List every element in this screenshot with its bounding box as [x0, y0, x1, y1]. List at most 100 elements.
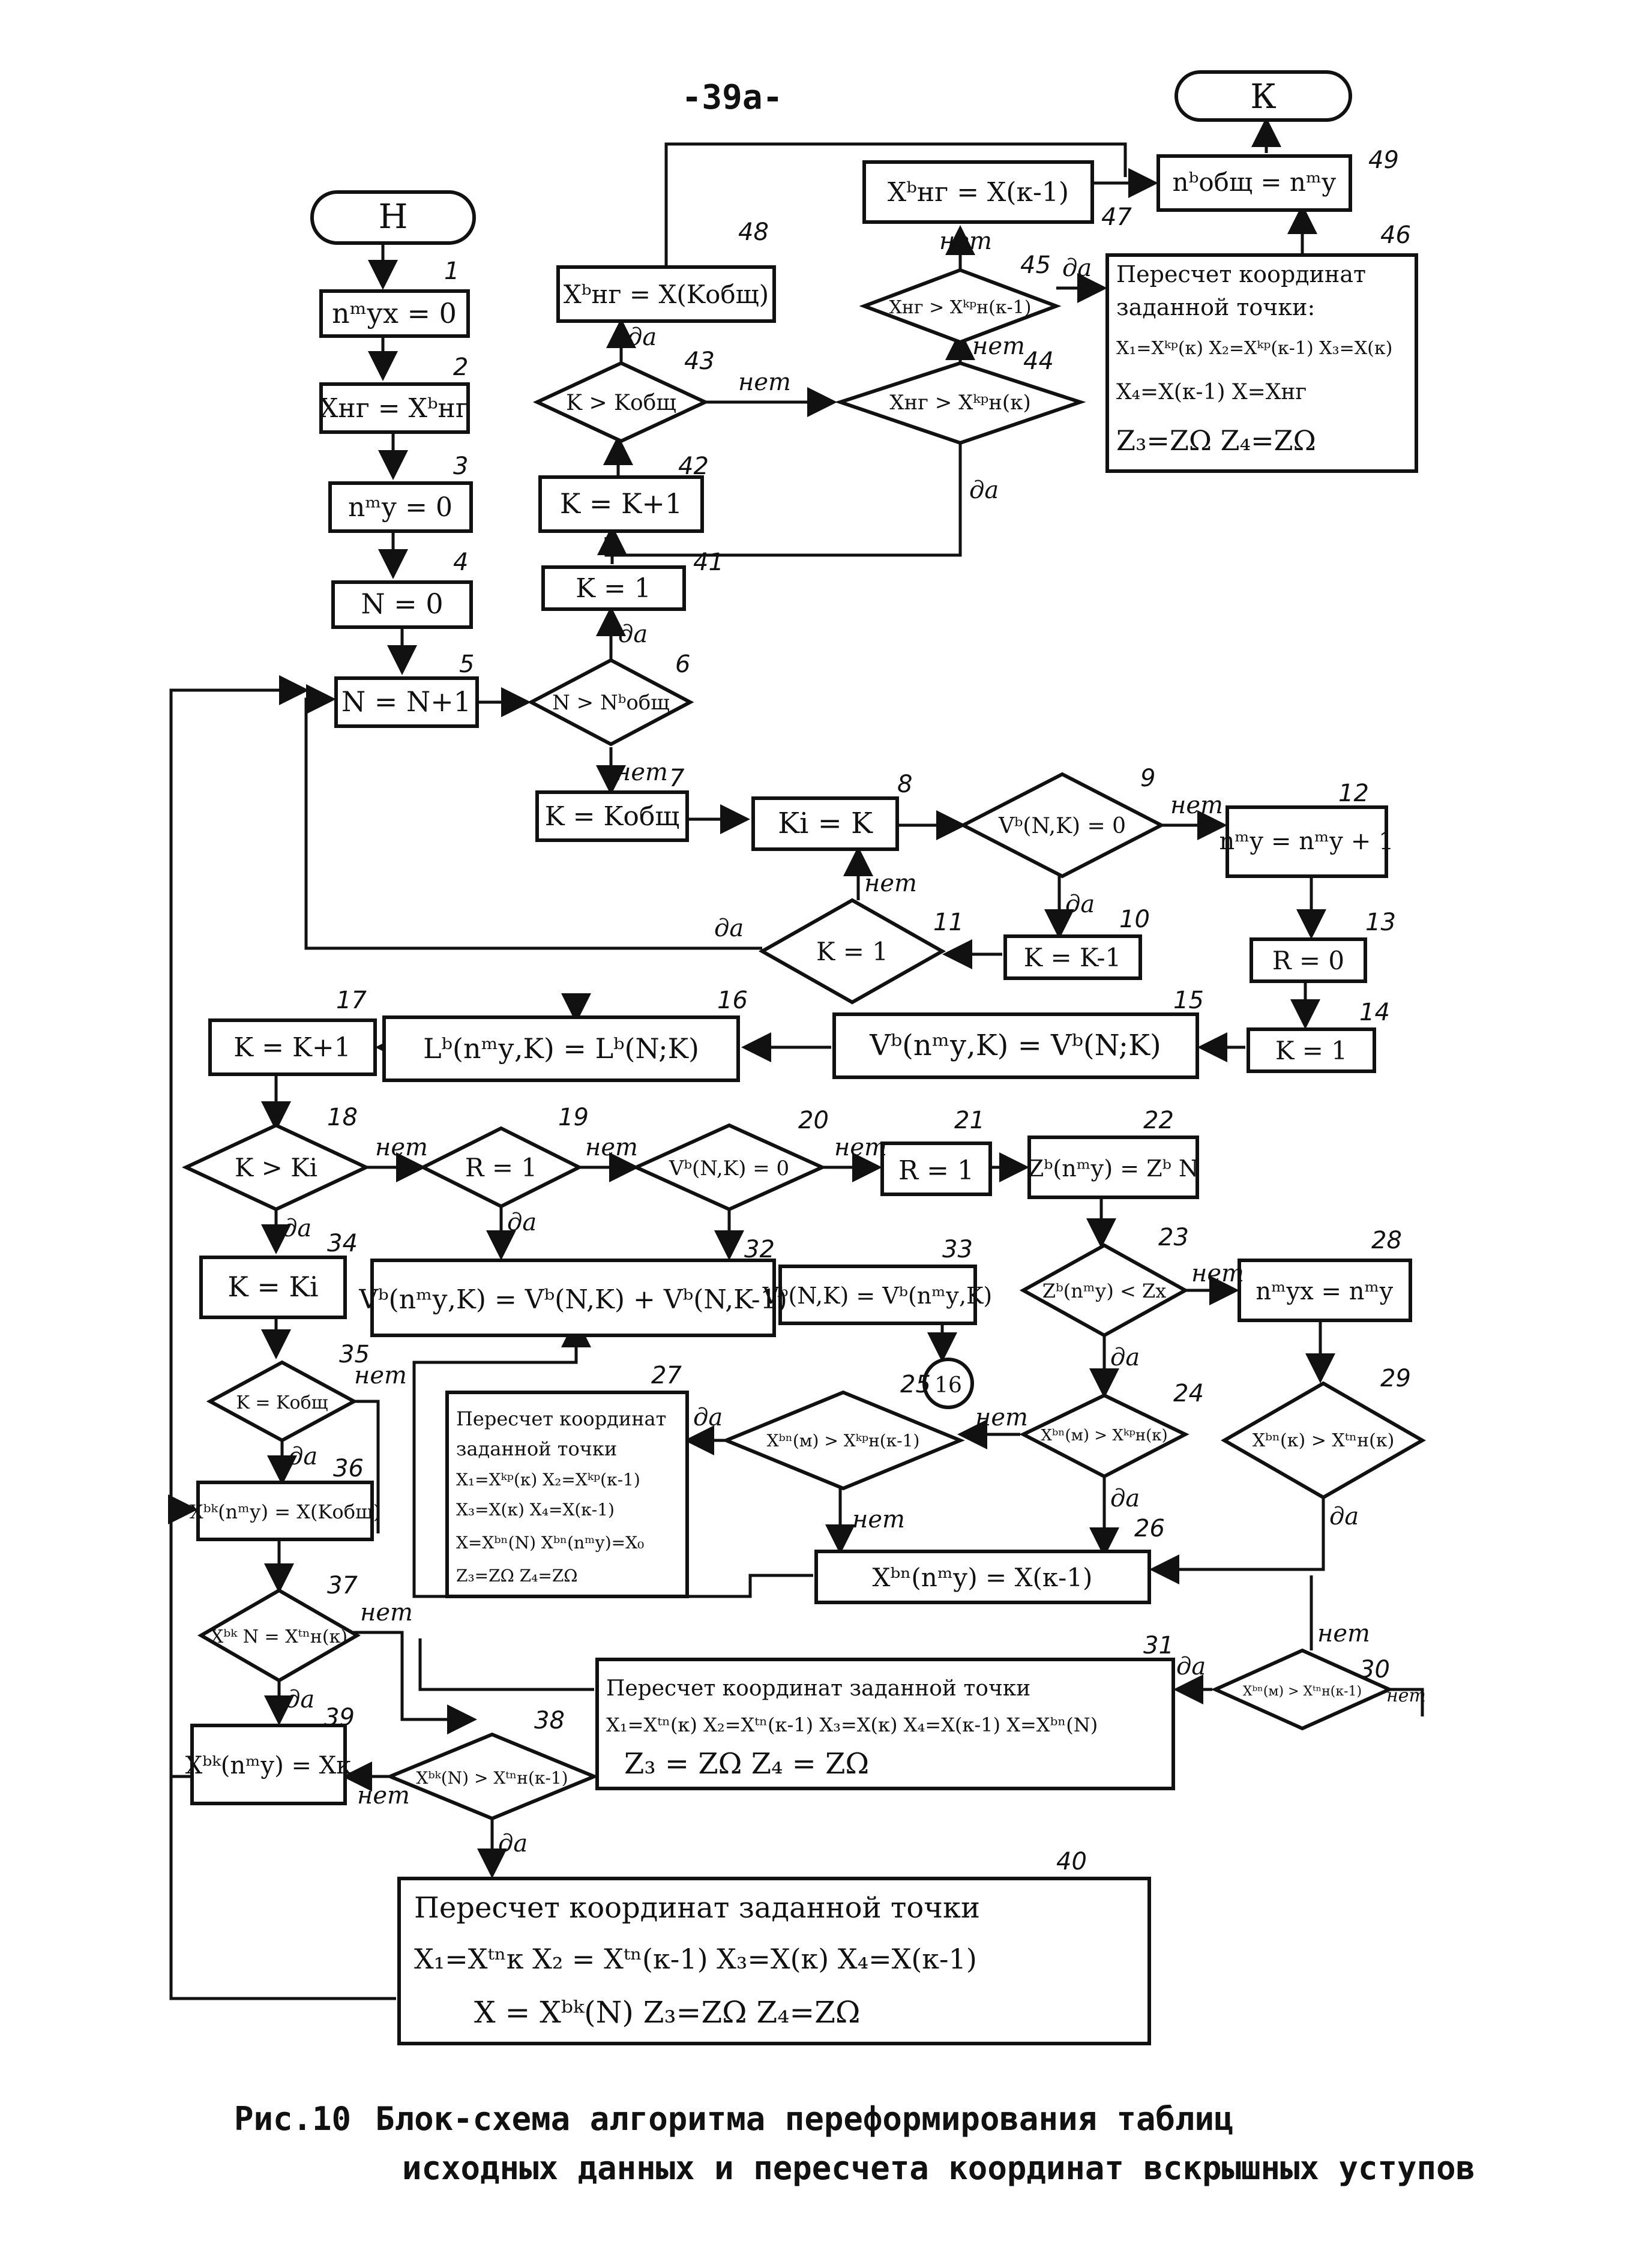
block-36-text: Xᵇᵏ(nᵐу) = X(Kобщ)	[190, 1500, 380, 1523]
decision-45	[859, 268, 1062, 344]
edge-b11-b5	[304, 684, 762, 950]
block-46-line-2: заданной точки:	[1116, 294, 1315, 320]
block-40	[397, 1877, 1151, 2045]
block-41	[541, 565, 686, 611]
block-42	[538, 475, 704, 533]
block-2	[319, 382, 470, 434]
num-9: 9	[1140, 765, 1155, 792]
block-31-line-2: X₁=Xᵗⁿ(к) X₂=Xᵗⁿ(к-1) X₃=X(к) X₄=X(к-1) …	[606, 1713, 1098, 1736]
block-5	[334, 676, 479, 728]
block-21-text: R = 1	[898, 1155, 974, 1186]
num-34: 34	[327, 1230, 358, 1257]
block-3-text: nᵐу = 0	[348, 492, 453, 523]
decision-43-text: K > Kобщ	[566, 391, 676, 415]
block-46-line-5: Z₃=ZΩ Z₄=ZΩ	[1116, 424, 1316, 457]
block-31-line-3: Z₃ = ZΩ Z₄ = ZΩ	[624, 1747, 869, 1781]
num-46: 46	[1380, 221, 1411, 249]
start-label: Н	[379, 197, 408, 236]
decision-24	[1019, 1393, 1189, 1479]
block-7	[535, 790, 689, 842]
num-39: 39	[324, 1704, 355, 1731]
block-26-text: Xᵇⁿ(nᵐу) = X(к-1)	[873, 1563, 1093, 1592]
yes-b11: да	[714, 915, 744, 942]
num-11: 11	[933, 909, 964, 936]
block-15	[832, 1012, 1199, 1079]
decision-37-text: Xᵇᵏ N = Xᵗⁿн(к)	[211, 1626, 347, 1647]
block-46-line-3: X₁=Xᵏᵖ(к) X₂=Xᵏᵖ(к-1) X₃=X(к)	[1116, 338, 1392, 359]
decision-9	[959, 772, 1165, 879]
block-16	[382, 1015, 740, 1082]
no-b30: нет	[1317, 1620, 1370, 1647]
num-47: 47	[1101, 203, 1132, 231]
decision-35-text: K = Kобщ	[236, 1392, 328, 1413]
block-10-text: K = K-1	[1024, 943, 1122, 972]
num-7: 7	[669, 765, 685, 792]
edge-b31-back	[418, 1638, 594, 1691]
block-39	[190, 1724, 347, 1805]
flow-edges	[168, 117, 1424, 2000]
yes-b6: да	[618, 621, 648, 648]
block-12	[1226, 805, 1388, 878]
num-3: 3	[453, 453, 468, 480]
num-20: 20	[798, 1107, 829, 1134]
caption-line-1: Блок-схема алгоритма переформирования та…	[375, 2100, 1234, 2138]
num-16: 16	[717, 987, 748, 1014]
num-21: 21	[954, 1107, 985, 1134]
block-8	[751, 796, 899, 851]
block-27-line-6: Z₃=ZΩ Z₄=ZΩ	[456, 1566, 578, 1586]
page-number: -39а-	[681, 78, 783, 117]
decision-29-text: Xᵇⁿ(к) > Xᵗⁿн(к)	[1253, 1430, 1395, 1451]
yes-b24: да	[1110, 1485, 1140, 1512]
block-33	[778, 1265, 977, 1325]
num-31: 31	[1143, 1632, 1174, 1659]
num-49: 49	[1368, 146, 1399, 174]
yes-b23: да	[1110, 1344, 1140, 1371]
decision-24-text: Xᵇⁿ(м) > Xᵏᵖн(к)	[1041, 1427, 1167, 1445]
block-27-line-2: заданной точки	[456, 1437, 617, 1460]
edge-b48-top	[664, 142, 1127, 267]
decision-30-text: Xᵇⁿ(м) > Xᵗⁿн(к-1)	[1243, 1684, 1362, 1699]
block-31-line-1: Пересчет координат заданной точки	[606, 1676, 1030, 1701]
decision-20-text: Vᵇ(N,K) = 0	[669, 1157, 789, 1181]
block-22	[1027, 1136, 1199, 1199]
edge-b37-b38	[351, 1631, 477, 1734]
no-b6: нет	[615, 759, 668, 786]
block-40-line-2: X₁=Xᵗⁿк X₂ = Xᵗⁿ(к-1) X₃=X(к) X₄=X(к-1)	[414, 1943, 977, 1975]
num-19: 19	[558, 1104, 589, 1131]
num-44: 44	[1023, 347, 1054, 375]
terminal-end	[1174, 70, 1352, 122]
num-37: 37	[327, 1572, 358, 1599]
decision-44-text: Xнг > Xᵏᵖн(к)	[889, 391, 1030, 415]
decision-43	[532, 361, 710, 444]
block-1-text: nᵐух = 0	[332, 297, 457, 329]
block-4-text: N = 0	[361, 588, 443, 620]
block-48	[556, 265, 776, 323]
decision-19-text: R = 1	[465, 1153, 537, 1182]
block-28-text: nᵐух = nᵐу	[1256, 1278, 1394, 1305]
block-48-text: Xᵇнг = X(Kобщ)	[564, 280, 769, 309]
yes-b29: да	[1329, 1503, 1359, 1530]
num-12: 12	[1338, 780, 1369, 807]
block-33-text: Vᵇ(N,K) = Vᵇ(nᵐу,K)	[762, 1283, 992, 1309]
num-42: 42	[678, 453, 709, 480]
block-16-text: Lᵇ(nᵐу,K) = Lᵇ(N;K)	[423, 1032, 699, 1065]
no-b35: нет	[354, 1362, 407, 1389]
edge-b44-loop	[604, 443, 962, 557]
num-32: 32	[744, 1236, 775, 1263]
decision-6-text: N > Nᵇобщ	[552, 691, 670, 715]
decision-38	[385, 1732, 599, 1821]
num-6: 6	[675, 651, 690, 678]
no-b11: нет	[864, 870, 917, 897]
block-31	[595, 1658, 1175, 1790]
num-18: 18	[327, 1104, 358, 1131]
block-46	[1105, 253, 1418, 473]
decision-38-text: Xᵇᵏ(N) > Xᵗⁿн(к-1)	[416, 1768, 568, 1788]
num-5: 5	[459, 651, 474, 678]
decision-45-text: Xнг > Xᵏᵖн(к-1)	[889, 297, 1032, 318]
no-b19: нет	[585, 1134, 638, 1161]
block-46-lines: Пересчет координат заданной точки: X₁=Xᵏ…	[1116, 261, 1392, 457]
yes-b19: да	[507, 1209, 537, 1236]
block-27-line-4: X₃=X(к) X₄=X(к-1)	[456, 1500, 615, 1520]
num-2: 2	[453, 353, 468, 381]
